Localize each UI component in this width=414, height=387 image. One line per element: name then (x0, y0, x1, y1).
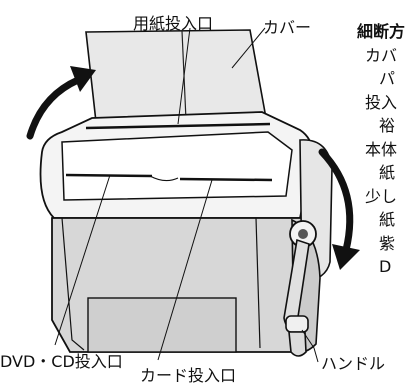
side-line: 投入 (365, 92, 398, 112)
side-line: パ (379, 69, 396, 88)
paper-sheet (85, 29, 267, 123)
label-cover: カバー (263, 18, 312, 37)
side-instructions: 細断方 カバ パ 投入 裕 本体 紙 少し 紙 紫 D (357, 20, 405, 279)
side-line: D (379, 257, 392, 276)
side-heading: 細断方 (357, 22, 406, 41)
side-line: 裕 (379, 116, 396, 135)
side-line: 紙 (379, 210, 396, 229)
side-line: 少し (365, 186, 398, 206)
disc-slot-line (65, 173, 153, 178)
label-card-slot: カード投入口 (140, 366, 237, 385)
card-slot-line (179, 177, 273, 182)
side-line: 紙 (379, 163, 396, 182)
label-disc-slot: DVD・CD投入口 (0, 352, 123, 371)
label-handle: ハンドル (321, 354, 386, 373)
rotate-arrow-left (26, 76, 82, 140)
side-line: 紫 (379, 233, 396, 253)
handle-crank-group (283, 220, 317, 357)
side-line: カバ (365, 45, 398, 65)
bin-front-panel (87, 297, 237, 353)
side-line: 本体 (365, 139, 398, 159)
label-paper-slot: 用紙投入口 (133, 14, 214, 33)
rotate-arrow-right (318, 148, 354, 254)
paper-slot-line (85, 122, 271, 130)
